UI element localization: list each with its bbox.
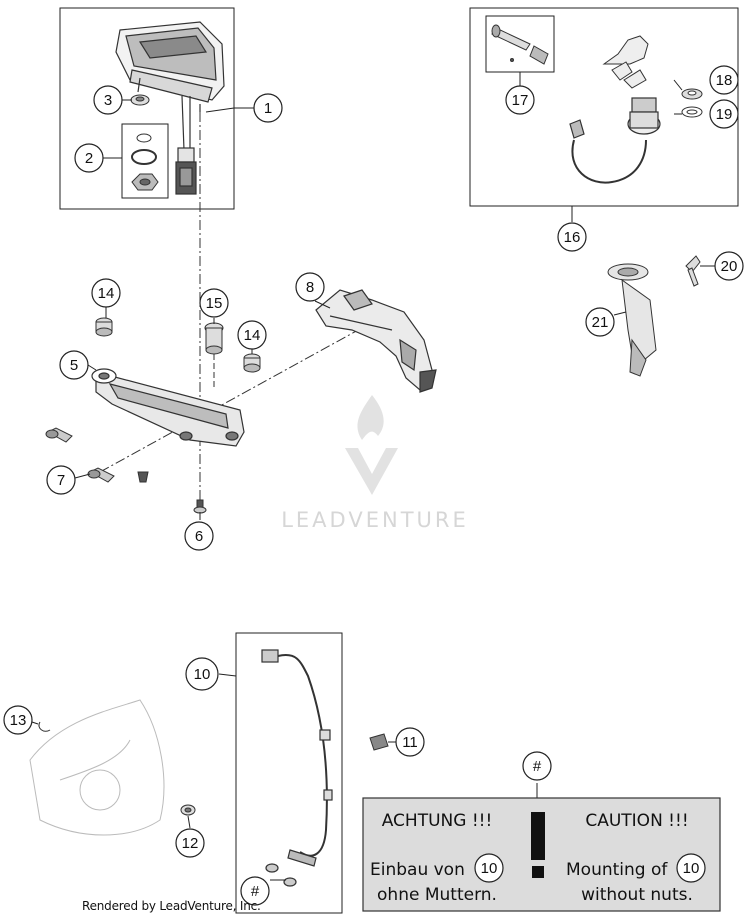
svg-text:1: 1 — [264, 100, 272, 117]
part-7-drawing — [45, 427, 149, 483]
part-16-drawing — [569, 97, 661, 184]
part-20-drawing — [685, 255, 701, 287]
svg-text:14: 14 — [244, 327, 261, 344]
part-11-drawing — [369, 733, 389, 751]
callout-20[interactable]: 20 — [714, 251, 744, 281]
caution-title-de: ACHTUNG !!! — [382, 811, 493, 831]
svg-text:11: 11 — [402, 734, 418, 751]
callout-14-left[interactable]: 14 — [91, 278, 121, 308]
callout-18[interactable]: 18 — [709, 65, 739, 95]
part-15-drawing — [204, 322, 224, 388]
footer-credit: Rendered by LeadVenture, Inc. — [82, 899, 261, 913]
part-12-drawing — [180, 804, 196, 816]
assembly-line-diagonal — [99, 317, 381, 473]
part-17-drawing — [491, 24, 549, 65]
group-box-cable — [235, 632, 343, 914]
part-14-drawing — [95, 317, 261, 373]
callout-hash-bottom[interactable]: # — [240, 876, 270, 906]
caution-line-en-1: Mounting of — [566, 860, 668, 880]
svg-text:21: 21 — [592, 314, 609, 331]
leadventure-watermark: LEADVENTURE — [281, 395, 469, 532]
callout-2[interactable]: 2 — [74, 143, 104, 173]
inner-box-2 — [121, 123, 169, 199]
callout-16[interactable]: 16 — [557, 222, 587, 252]
exclamation-dot-icon — [532, 866, 544, 878]
svg-text:6: 6 — [195, 528, 203, 545]
svg-text:17: 17 — [512, 92, 529, 109]
leader-lines — [31, 72, 716, 881]
svg-text:#: # — [251, 883, 260, 900]
watermark-flame-icon — [357, 395, 384, 440]
caution-line-de-2: ohne Muttern. — [377, 885, 497, 905]
svg-text:7: 7 — [57, 472, 65, 489]
svg-text:20: 20 — [721, 258, 738, 275]
callout-17[interactable]: 17 — [505, 85, 535, 115]
exclamation-bar-icon — [531, 812, 545, 860]
svg-text:12: 12 — [182, 835, 199, 852]
part-8-drawing — [315, 289, 437, 393]
callout-13[interactable]: 13 — [3, 705, 33, 735]
callout-5[interactable]: 5 — [59, 350, 89, 380]
callout-12[interactable]: 12 — [175, 828, 205, 858]
callout-21[interactable]: 21 — [585, 307, 615, 337]
callout-hash-top[interactable]: # — [522, 751, 552, 781]
svg-text:3: 3 — [104, 92, 112, 109]
part-13-drawing — [29, 699, 165, 836]
callout-19[interactable]: 19 — [709, 99, 739, 129]
svg-text:#: # — [533, 758, 542, 775]
instrument-cluster-drawing — [115, 21, 225, 195]
svg-text:16: 16 — [564, 229, 581, 246]
caution-ref-en[interactable]: 10 — [676, 853, 706, 883]
watermark-v-icon — [345, 448, 398, 495]
svg-text:2: 2 — [85, 150, 93, 167]
part-21-drawing — [607, 263, 657, 377]
svg-text:18: 18 — [716, 72, 733, 89]
svg-text:10: 10 — [194, 666, 211, 683]
callout-15[interactable]: 15 — [199, 288, 229, 318]
callout-10[interactable]: 10 — [185, 657, 219, 691]
parts-18-19-drawing — [681, 88, 703, 118]
svg-text:15: 15 — [206, 295, 223, 312]
watermark-text: LEADVENTURE — [281, 508, 469, 532]
group-box-ignition — [469, 7, 739, 207]
svg-text:10: 10 — [683, 860, 700, 877]
callout-3[interactable]: 3 — [93, 85, 123, 115]
callout-7[interactable]: 7 — [46, 465, 76, 495]
callout-1[interactable]: 1 — [253, 93, 283, 123]
callout-14-right[interactable]: 14 — [237, 320, 267, 350]
caution-box: ACHTUNG !!! CAUTION !!! Einbau von 10 oh… — [362, 797, 721, 912]
part-10-drawing — [261, 649, 333, 887]
caution-ref-de[interactable]: 10 — [474, 853, 504, 883]
svg-text:8: 8 — [306, 279, 314, 296]
svg-text:14: 14 — [98, 285, 115, 302]
svg-text:5: 5 — [70, 357, 78, 374]
callout-8[interactable]: 8 — [295, 272, 325, 302]
svg-text:19: 19 — [716, 106, 733, 123]
svg-text:13: 13 — [10, 712, 27, 729]
callout-6[interactable]: 6 — [184, 521, 214, 551]
caution-line-de-1: Einbau von — [370, 860, 465, 880]
part-6-drawing — [193, 499, 207, 514]
part-2-drawing — [131, 133, 159, 191]
callout-11[interactable]: 11 — [395, 727, 425, 757]
caution-title-en: CAUTION !!! — [585, 811, 688, 831]
keys-drawing — [602, 35, 649, 89]
part-5-bracket-drawing — [91, 368, 245, 447]
svg-text:10: 10 — [481, 860, 498, 877]
caution-line-en-2: without nuts. — [581, 885, 693, 905]
part-3-drawing — [130, 94, 150, 106]
